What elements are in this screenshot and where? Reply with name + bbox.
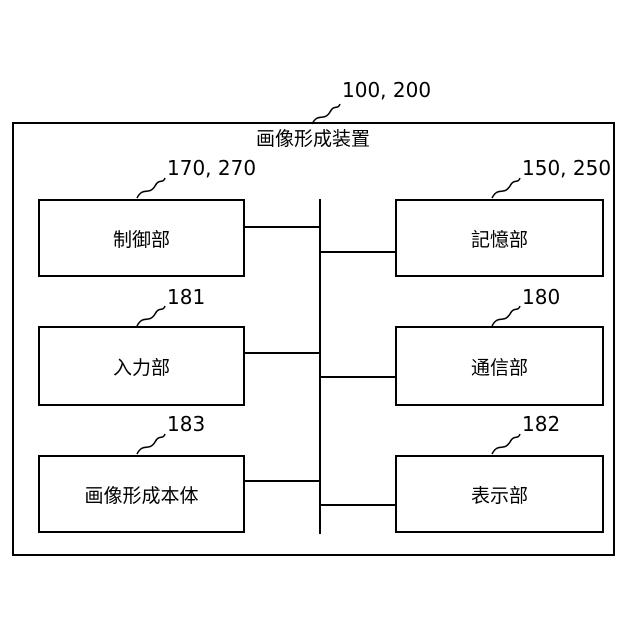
device-title: 画像形成装置 [256,130,370,149]
image-forming-engine-label: 画像形成本体 [84,481,198,508]
device-ref-number: 100, 200 [342,80,431,100]
display-ref-number: 182 [522,414,560,434]
image-forming-engine-block: 画像形成本体 [38,455,245,533]
engine-ref-number: 183 [167,414,205,434]
comm-ref-number: 180 [522,287,560,307]
control-unit-label: 制御部 [113,225,170,252]
storage-ref-number: 150, 250 [522,158,611,178]
input-unit-block: 入力部 [38,326,245,406]
display-unit-block: 表示部 [395,455,604,533]
device-ref-leader [312,104,340,124]
control-ref-number: 170, 270 [167,158,256,178]
input-unit-label: 入力部 [113,353,170,380]
input-ref-number: 181 [167,287,205,307]
storage-unit-block: 記憶部 [395,199,604,277]
communication-unit-label: 通信部 [471,353,528,380]
display-unit-label: 表示部 [471,481,528,508]
communication-unit-block: 通信部 [395,326,604,406]
control-unit-block: 制御部 [38,199,245,277]
storage-unit-label: 記憶部 [471,225,528,252]
